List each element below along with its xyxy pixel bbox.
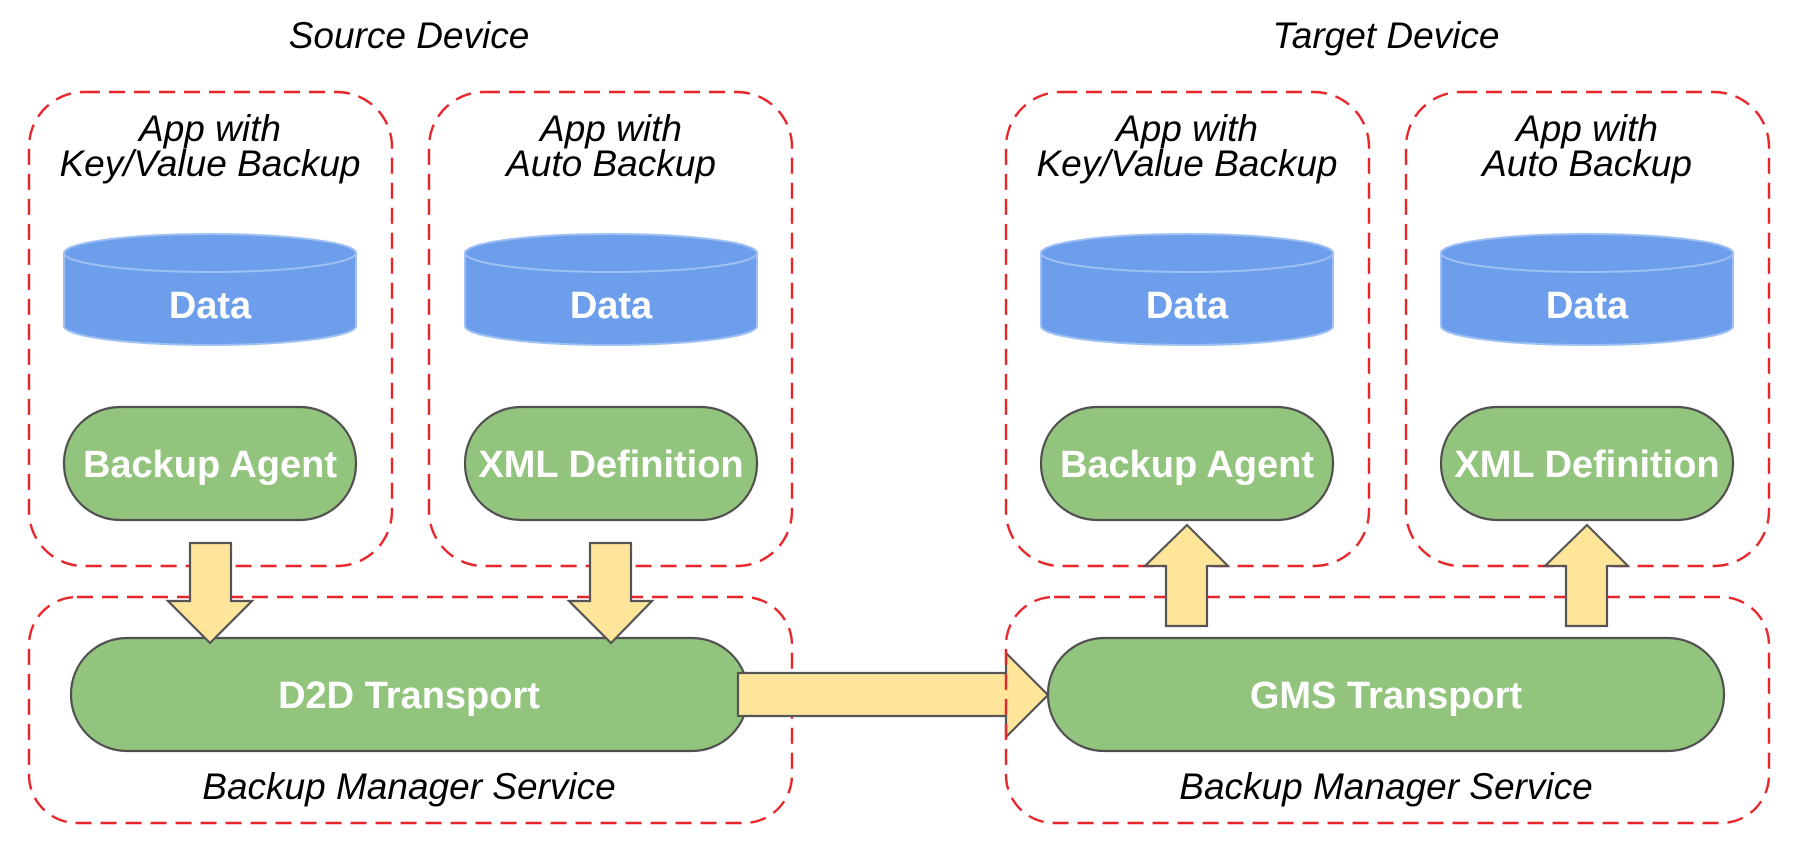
source-xml-definition-label: XML Definition (478, 444, 743, 486)
source-auto-data-cylinder: Data (464, 233, 758, 346)
target-manager-group: GMS Transport Backup Manager Service (1004, 595, 1771, 825)
target-kv-app-title-line2: Key/Value Backup (1037, 143, 1338, 184)
source-d2d-transport: D2D Transport (69, 636, 750, 753)
target-manager-service-label: Backup Manager Service (1179, 766, 1592, 807)
target-auto-app-group: App with Auto Backup Data XML Definition (1404, 90, 1771, 568)
source-manager-service-label: Backup Manager Service (202, 766, 615, 807)
target-backup-agent: Backup Agent (1039, 405, 1335, 522)
target-kv-app-group: App with Key/Value Backup Data Backup Ag… (1004, 90, 1371, 568)
target-auto-app-container (1404, 90, 1771, 568)
source-kv-app-title-line1: App with (137, 108, 281, 149)
source-backup-agent: Backup Agent (62, 405, 358, 522)
target-auto-app-title-line1: App with (1514, 108, 1658, 149)
source-kv-app-group: App with Key/Value Backup Data Backup Ag… (27, 90, 394, 568)
source-d2d-transport-label: D2D Transport (278, 675, 540, 717)
target-kv-data-label: Data (1146, 285, 1229, 327)
source-kv-app-title-line2: Key/Value Backup (60, 143, 361, 184)
device-transfer-arrow (736, 650, 1050, 740)
target-auto-data-cylinder: Data (1440, 233, 1734, 346)
target-backup-agent-label: Backup Agent (1060, 444, 1314, 486)
target-transport-to-xml-arrow (1542, 523, 1631, 628)
source-xml-definition: XML Definition (463, 405, 759, 522)
source-auto-app-container (427, 90, 794, 568)
source-manager-group: D2D Transport Backup Manager Service (27, 595, 794, 825)
target-gms-transport-label: GMS Transport (1250, 675, 1523, 717)
target-manager-container (1004, 595, 1771, 825)
source-auto-app-group: App with Auto Backup Data XML Definition (427, 90, 794, 568)
target-xml-definition: XML Definition (1439, 405, 1735, 522)
target-xml-definition-label: XML Definition (1454, 444, 1719, 486)
target-device-title: Target Device (1273, 15, 1500, 56)
source-auto-app-title-line1: App with (538, 108, 682, 149)
source-auto-data-label: Data (570, 285, 653, 327)
target-kv-app-title-line1: App with (1114, 108, 1258, 149)
source-xml-to-transport-arrow (566, 541, 655, 645)
source-backup-agent-label: Backup Agent (83, 444, 337, 486)
source-kv-app-container (27, 90, 394, 568)
source-kv-data-label: Data (169, 285, 252, 327)
target-kv-data-cylinder: Data (1040, 233, 1334, 346)
target-auto-data-label: Data (1546, 285, 1629, 327)
target-gms-transport: GMS Transport (1046, 636, 1726, 753)
target-kv-app-container (1004, 90, 1371, 568)
source-device-title: Source Device (289, 15, 530, 56)
source-kv-data-cylinder: Data (63, 233, 357, 346)
source-auto-app-title-line2: Auto Backup (504, 143, 716, 184)
source-agent-to-transport-arrow (165, 541, 255, 645)
target-transport-to-agent-arrow (1142, 523, 1231, 628)
target-auto-app-title-line2: Auto Backup (1480, 143, 1692, 184)
